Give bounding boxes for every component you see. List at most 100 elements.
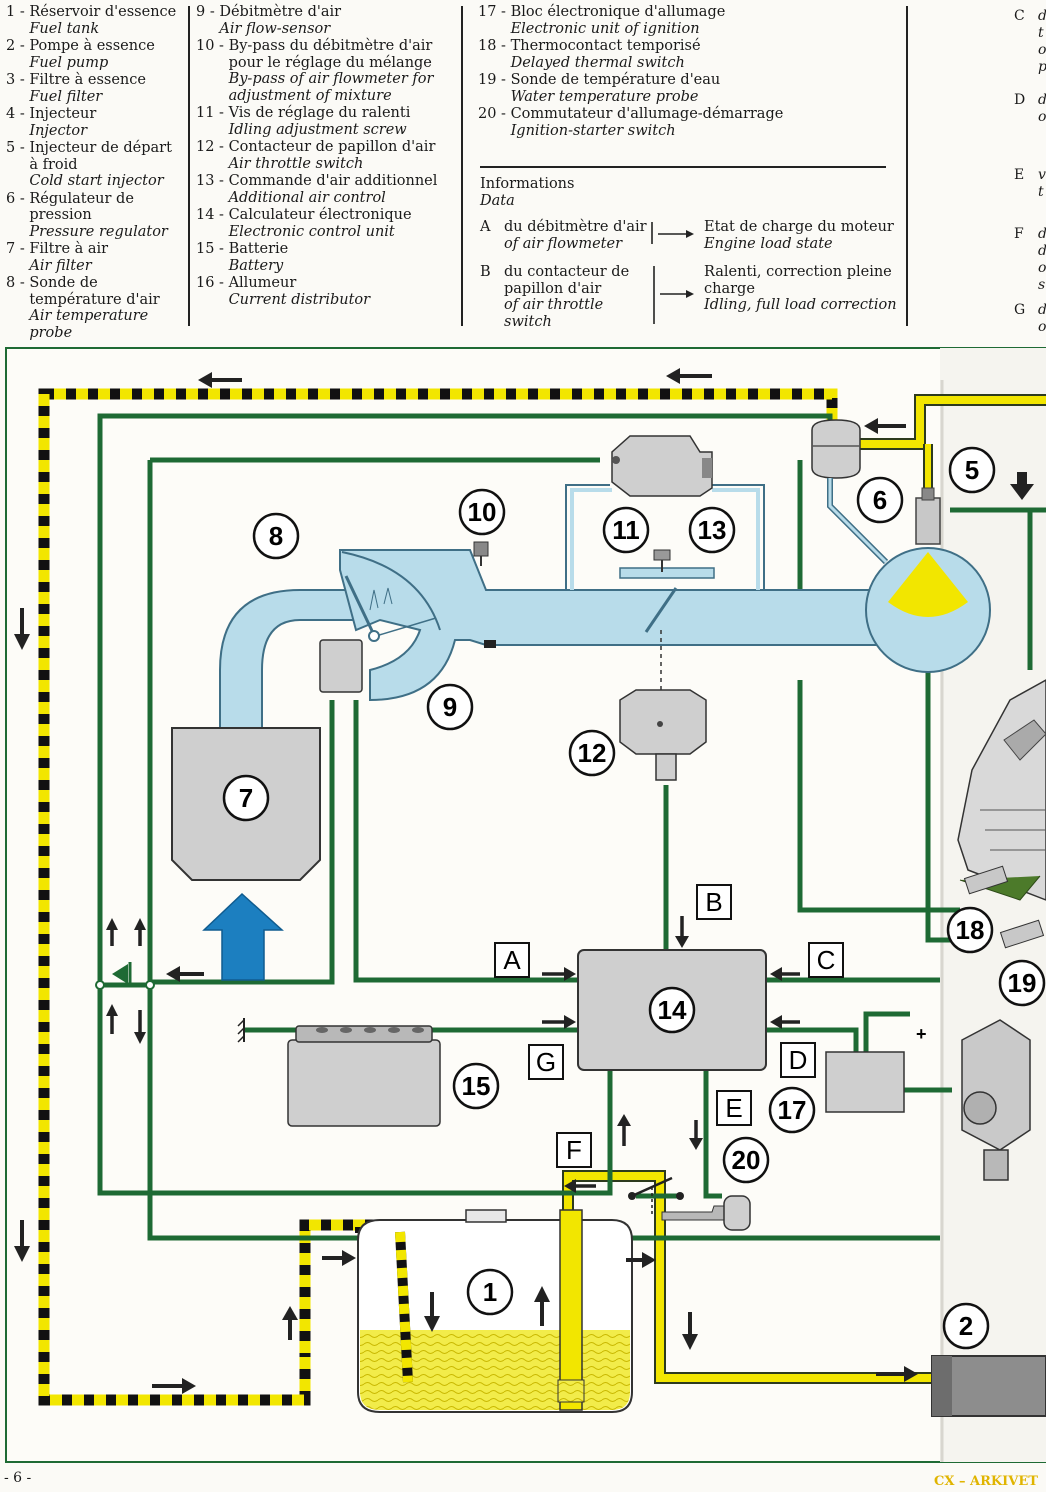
air-temperature-probe-body [319,639,363,693]
legend-item-english: Water temperature probe [510,88,699,105]
battery-body [287,1025,441,1127]
callout-2: 2 [942,1302,990,1350]
legend-item-number: 17 - [478,4,511,20]
signal-letter-a: A [494,942,530,978]
legend-item-english: Electronic unit of ignition [510,20,700,37]
legend-item-french: Contacteur de papillon d'air [228,139,436,155]
legend-item-english: Electronic control unit [228,223,395,240]
legend-item-english: Delayed thermal switch [510,54,685,71]
legend-item-french: Batterie [228,241,289,257]
callout-number: 8 [269,521,283,551]
callout-number: 18 [956,915,985,945]
callout-13: 13 [688,506,736,554]
additional-air-control-body [611,435,713,497]
callout-18: 18 [946,906,994,954]
idle-screw [653,549,671,572]
signal-letter-text: G [536,1047,556,1077]
air-intake-duct [219,484,881,736]
callout-number: 17 [778,1095,807,1125]
legend-item-french: Régulateur de pression [29,190,134,224]
legend-item-number: 8 - [6,275,30,291]
legend-item-number: 12 - [196,139,229,155]
info-title: Informations Data [480,176,574,210]
legend-item-number: 3 - [6,72,30,88]
legend-item-english: Cold start injector [29,173,164,189]
legend-item-english: Fuel pump [29,54,109,71]
legend-item-number: 9 - [196,4,220,20]
info-title-fr: Informations [480,176,575,192]
legend-item-number: 20 - [478,106,511,122]
legend-item-french: Commutateur d'allumage-démarrage [510,106,784,122]
legend-item-english: Ignition-starter switch [510,122,676,139]
legend-item-english: Air throttle switch [228,155,364,172]
ignition-switch-body [628,1176,751,1231]
fuel-pump-body [931,1355,1046,1417]
legend-item-french: Vis de réglage du ralenti [228,105,411,121]
signal-letter-text: C [817,945,836,975]
legend-item-number: 15 - [196,241,229,257]
intake-manifold-bulb [865,547,991,673]
callout-number: 19 [1008,968,1037,998]
signal-letter-b: B [696,884,732,920]
edge-letter-d: D [1014,92,1026,108]
callout-9: 9 [426,683,474,731]
air-inlet-arrow [202,892,284,981]
battery-plus-label: + [916,1024,927,1044]
callout-10: 10 [458,488,506,536]
legend-divider-3 [906,6,908,326]
signal-letter-text: B [705,887,722,917]
callout-8: 8 [252,512,300,560]
legend-item-number: 13 - [196,173,229,189]
edge-letter-c: C [1014,8,1025,24]
legend-item-number: 16 - [196,275,229,291]
ignition-unit-body [825,1051,905,1113]
legend-item-english: Air flow-sensor [219,20,331,37]
legend-divider-1 [188,6,190,326]
callout-number: 14 [658,995,687,1025]
legend-item-french: By-pass du débitmètre d'air pour le régl… [228,38,433,71]
edge-frag-c: d t o p [1038,8,1046,75]
legend-item-english: Air filter [29,257,92,274]
legend-item-english: Injector [29,122,88,139]
edge-letter-f: F [1014,226,1024,242]
callout-number: 2 [959,1311,973,1341]
callout-5: 5 [948,446,996,494]
page-number: - 6 - [4,1470,32,1486]
callout-number: 15 [462,1071,491,1101]
signal-letter-f: F [556,1132,592,1168]
legend-item-english: Air temperature probe [29,308,149,341]
callout-number: 5 [965,455,979,485]
legend-item: 10 - By-pass du débitmètre d'air pour le… [196,38,454,104]
callout-number: 6 [873,485,887,515]
legend-item-french: Allumeur [228,275,297,291]
edge-frag-f: d d o s [1038,226,1046,293]
info-row-a-from: du débitmètre d'air of air flowmeter [504,219,647,252]
edge-frag-d: d o [1038,92,1046,125]
callout-14: 14 [648,986,696,1034]
legend-item-english: Battery [228,257,284,274]
legend-item-number: 14 - [196,207,229,223]
info-row-letter-a: A [480,219,491,235]
signal-letter-e: E [716,1090,752,1126]
legend-item-english: Idling adjustment screw [228,121,407,138]
legend-item-english: Fuel filter [29,88,103,105]
legend-item-french: Filtre à air [29,241,109,257]
flow-arrows [14,368,1034,1394]
info-arrows [651,222,694,324]
fuel-tank-body [357,1209,633,1413]
